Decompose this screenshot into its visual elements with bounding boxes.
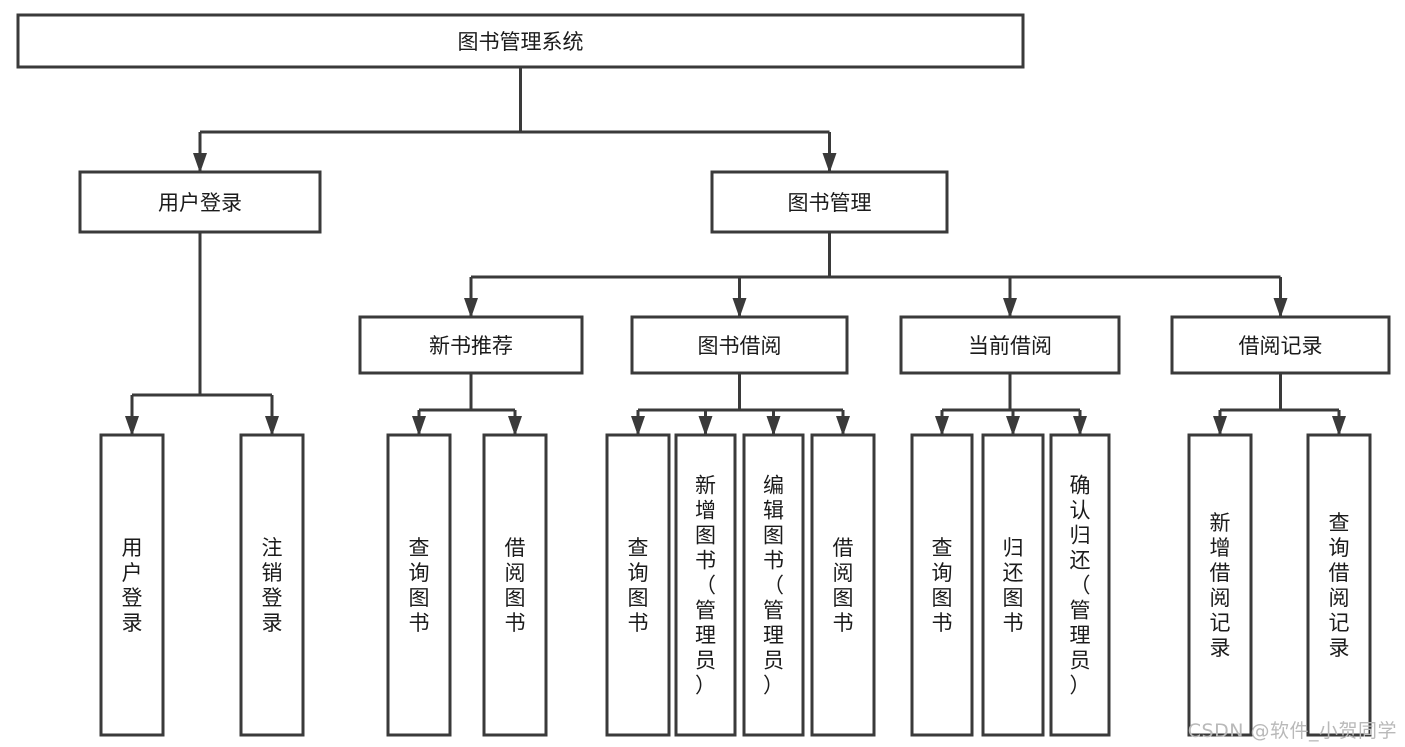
arrow-head-icon	[193, 153, 207, 173]
arrow-head-icon	[464, 298, 478, 318]
arrow-head-icon	[935, 416, 949, 436]
leaf-node-查询图书[interactable]: 查询图书	[386, 433, 452, 737]
arrow-head-icon	[732, 298, 747, 318]
node-label: 当前借阅	[968, 334, 1052, 358]
arrow-head-icon	[698, 416, 713, 436]
node-box	[710, 170, 949, 234]
node-label: 借阅记录	[1239, 334, 1323, 358]
node-l3-借阅记录[interactable]: 借阅记录	[1170, 315, 1391, 375]
node-label: 归还图书	[1003, 536, 1024, 635]
node-label: 借阅图书	[505, 536, 526, 635]
node-box	[899, 315, 1121, 375]
arrow-head-icon	[1006, 416, 1020, 436]
leaf-node-用户登录[interactable]: 用户登录	[99, 433, 165, 737]
node-label: 查询图书	[628, 536, 649, 635]
node-box	[910, 433, 974, 737]
node-box	[1306, 433, 1372, 737]
leaf-node-归还图书[interactable]: 归还图书	[981, 433, 1045, 737]
node-label: 新书推荐	[429, 334, 513, 358]
arrow-head-icon	[508, 416, 522, 436]
node-layer: 图书管理系统用户登录图书管理新书推荐图书借阅当前借阅借阅记录用户登录注销登录查询…	[16, 13, 1391, 737]
node-label: 用户登录	[158, 191, 242, 215]
node-box	[99, 433, 165, 737]
leaf-node-新增借阅记录[interactable]: 新增借阅记录	[1187, 433, 1253, 737]
leaf-node-查询借阅记录[interactable]: 查询借阅记录	[1306, 433, 1372, 737]
node-label: 查询图书	[932, 536, 953, 635]
node-box	[1170, 315, 1391, 375]
arrow-head-icon	[836, 416, 850, 436]
arrow-head-icon	[822, 153, 837, 173]
node-l2-用户登录[interactable]: 用户登录	[78, 170, 322, 234]
arrow-head-icon	[412, 416, 426, 436]
node-box	[78, 170, 322, 234]
node-label: 借阅图书	[833, 536, 854, 635]
node-box	[16, 13, 1025, 69]
leaf-node-新增图书-管理员[interactable]: 新增图书（管理员）	[674, 433, 737, 737]
leaf-node-借阅图书[interactable]: 借阅图书	[482, 433, 548, 737]
arrow-head-icon	[766, 416, 781, 436]
node-label: 图书管理	[788, 191, 872, 215]
node-box	[605, 433, 671, 737]
arrow-head-icon	[265, 416, 279, 436]
node-label: 用户登录	[122, 536, 143, 635]
arrow-head-icon	[1003, 298, 1017, 318]
node-label: 图书借阅	[698, 334, 782, 358]
arrow-head-icon	[1332, 416, 1346, 436]
node-box	[358, 315, 584, 375]
node-box	[482, 433, 548, 737]
arrow-head-icon	[631, 416, 645, 436]
leaf-node-借阅图书[interactable]: 借阅图书	[810, 433, 876, 737]
arrow-head-icon	[125, 416, 139, 436]
node-box	[630, 315, 849, 375]
leaf-node-查询图书[interactable]: 查询图书	[910, 433, 974, 737]
node-label: 确认归还（管理员）	[1070, 474, 1091, 698]
arrow-head-icon	[1073, 416, 1087, 436]
node-label: 新增借阅记录	[1210, 511, 1231, 660]
node-l3-图书借阅[interactable]: 图书借阅	[630, 315, 849, 375]
node-label: 查询借阅记录	[1329, 511, 1350, 660]
node-box	[674, 433, 737, 737]
node-l3-新书推荐[interactable]: 新书推荐	[358, 315, 584, 375]
csdn-watermark: CSDN @软件_小贺同学	[1187, 720, 1397, 742]
node-box	[742, 433, 805, 737]
node-box	[239, 433, 305, 737]
node-label: 查询图书	[409, 536, 430, 635]
node-box	[1187, 433, 1253, 737]
node-l3-当前借阅[interactable]: 当前借阅	[899, 315, 1121, 375]
leaf-node-确认归还-管理员[interactable]: 确认归还（管理员）	[1049, 433, 1111, 737]
node-label: 图书管理系统	[458, 30, 584, 54]
node-label: 编辑图书（管理员）	[763, 474, 784, 698]
node-box	[810, 433, 876, 737]
arrow-head-icon	[1213, 416, 1227, 436]
node-l2-图书管理[interactable]: 图书管理	[710, 170, 949, 234]
leaf-node-查询图书[interactable]: 查询图书	[605, 433, 671, 737]
node-box	[981, 433, 1045, 737]
node-root-图书管理系统[interactable]: 图书管理系统	[16, 13, 1025, 69]
connector-layer	[125, 67, 1346, 436]
arrow-head-icon	[1273, 298, 1288, 318]
node-label: 新增图书（管理员）	[695, 474, 716, 698]
node-label: 注销登录	[262, 536, 283, 635]
leaf-node-编辑图书-管理员[interactable]: 编辑图书（管理员）	[742, 433, 805, 737]
node-box	[1049, 433, 1111, 737]
node-box	[386, 433, 452, 737]
leaf-node-注销登录[interactable]: 注销登录	[239, 433, 305, 737]
